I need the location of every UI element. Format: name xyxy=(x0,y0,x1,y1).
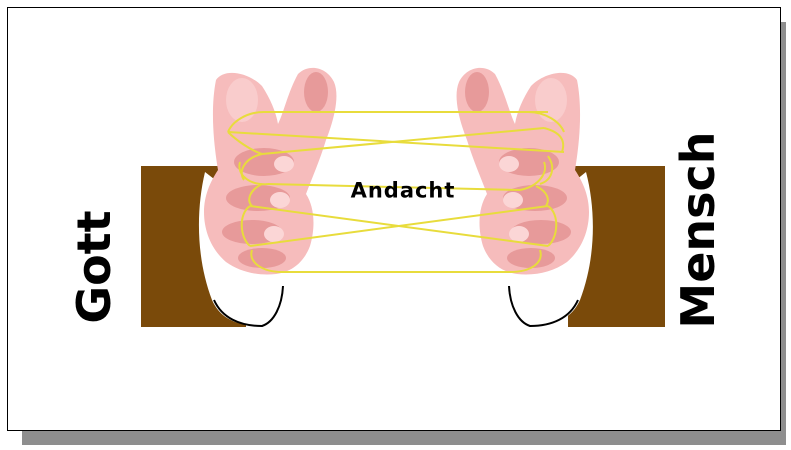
left-label: Gott xyxy=(71,210,117,323)
center-label: Andacht xyxy=(351,181,456,202)
right-label: Mensch xyxy=(675,131,721,328)
